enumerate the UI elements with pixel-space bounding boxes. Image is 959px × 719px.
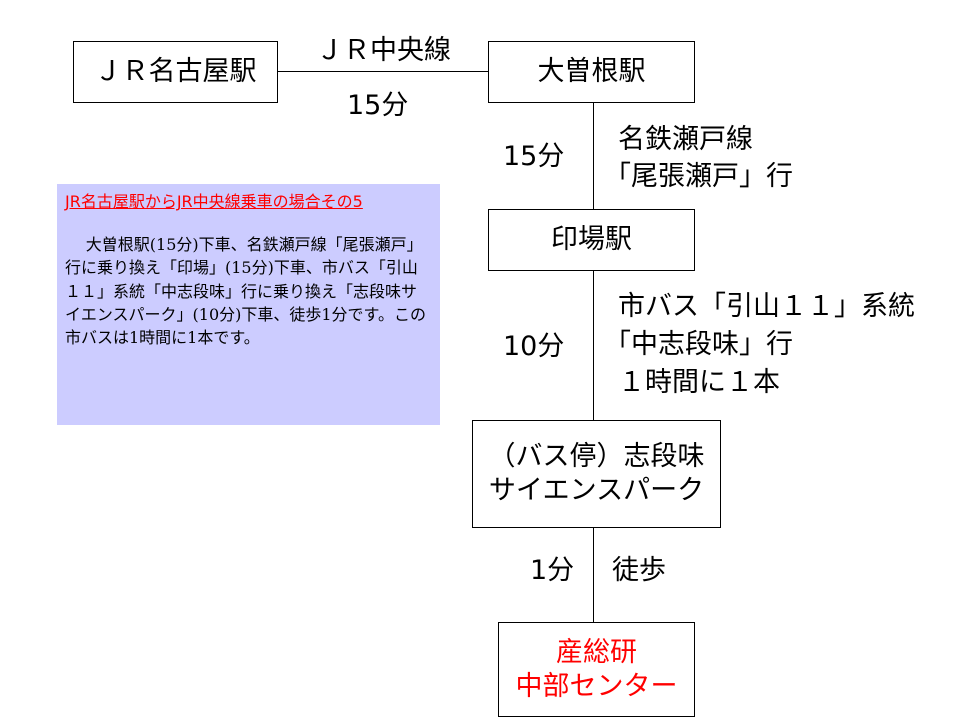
edge-inba-bus-line-1: 市バス「引山１１」系統 [618, 291, 915, 322]
connector-bus-destination [593, 528, 594, 622]
route-description-note: JR名古屋駅からJR中央線乗車の場合その5 大曽根駅(15分)下車、名鉄瀬戸線「… [57, 184, 440, 425]
station-inba-label: 印場駅 [551, 224, 632, 256]
destination-label-line1: 産総研 [556, 636, 637, 668]
edge-nagoya-ozone-line: ＪＲ中央線 [316, 35, 451, 66]
station-nagoya: ＪＲ名古屋駅 [73, 41, 278, 103]
edge-ozone-inba-line-1: 名鉄瀬戸線 [618, 124, 753, 155]
note-title: JR名古屋駅からJR中央線乗車の場合その5 [65, 192, 363, 211]
edge-nagoya-ozone-time: 15分 [347, 90, 409, 121]
destination-aist-chubu: 産総研 中部センター [498, 622, 695, 717]
connector-ozone-inba [593, 103, 594, 209]
bus-stop-shidami: （バス停）志段味 サイエンスパーク [472, 420, 721, 528]
edge-bus-destination-mode: 徒歩 [612, 555, 666, 586]
station-inba: 印場駅 [488, 209, 695, 271]
destination-label-line2: 中部センター [515, 670, 678, 702]
note-body: 大曽根駅(15分)下車、名鉄瀬戸線「尾張瀬戸」行に乗り換え「印場」(15分)下車… [65, 235, 426, 347]
connector-nagoya-ozone [278, 71, 488, 72]
edge-inba-bus-line-2: 「中志段味」行 [604, 329, 793, 360]
station-ozone: 大曽根駅 [488, 41, 695, 103]
edge-ozone-inba-line-2: 「尾張瀬戸」行 [604, 161, 793, 192]
edge-ozone-inba-time: 15分 [503, 141, 565, 172]
edge-inba-bus-line-3: １時間に１本 [618, 367, 780, 398]
bus-stop-label-line2: サイエンスパーク [488, 475, 705, 506]
edge-bus-destination-time: 1分 [530, 555, 575, 586]
station-ozone-label: 大曽根駅 [537, 56, 646, 88]
edge-inba-bus-time: 10分 [503, 331, 565, 362]
connector-inba-bus [593, 271, 594, 420]
bus-stop-label-line1: （バス停）志段味 [488, 441, 705, 473]
station-nagoya-label: ＪＲ名古屋駅 [94, 56, 257, 88]
